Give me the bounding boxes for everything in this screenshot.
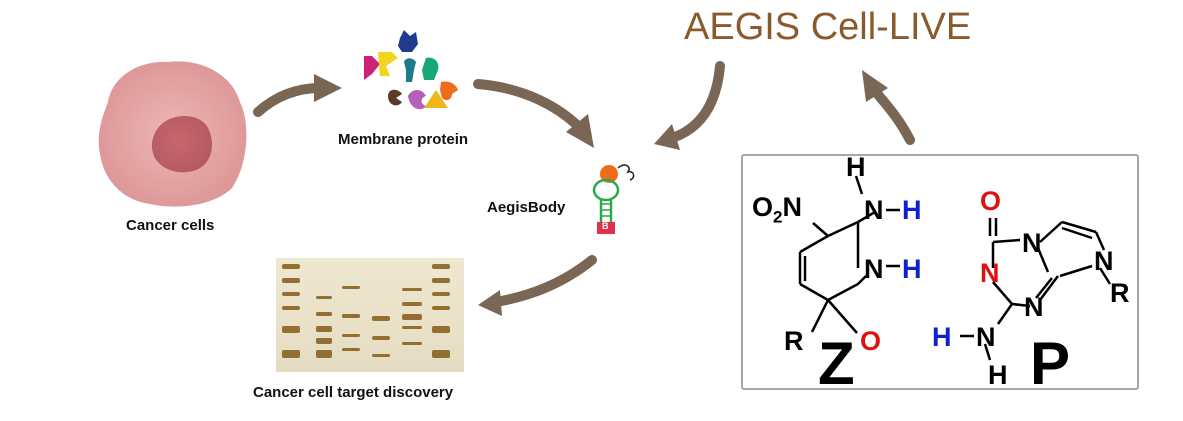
p-red-n: N	[980, 258, 1000, 288]
p-bottom-h: H	[988, 360, 1008, 390]
p-right-n: N	[1094, 246, 1114, 276]
z-ring-n: N	[864, 254, 884, 284]
arrow-aegisbody-to-gel	[491, 255, 597, 307]
chemistry-box	[741, 154, 1139, 390]
z-no2-subscript: 2	[773, 207, 783, 227]
p-r-group: R	[1110, 278, 1130, 308]
z-carbonyl-o: O	[860, 326, 882, 356]
p-letter: P	[1030, 330, 1070, 397]
label-cancer-cells: Cancer cells	[126, 217, 215, 234]
z-r-group: R	[784, 326, 804, 356]
z-no2-group: O2N	[752, 192, 802, 227]
label-aegisbody: AegisBody	[487, 199, 566, 216]
p-left-h: H	[932, 322, 952, 352]
diagram-title: AEGIS Cell-LIVE	[684, 6, 972, 48]
cancer-cell-illustration	[98, 61, 247, 207]
z-no2-o: O	[752, 192, 774, 222]
label-target-discovery: Cancer cell target discovery	[253, 384, 454, 401]
p-carbonyl-o: O	[980, 186, 1002, 216]
label-membrane-protein: Membrane protein	[338, 131, 469, 148]
arrowheads	[314, 70, 888, 316]
p-bottom-n: N	[1024, 292, 1044, 322]
aegisbody-illustration	[592, 164, 635, 234]
z-no2-n: N	[782, 192, 802, 222]
arrow-cell-to-protein	[253, 83, 325, 117]
z-ring-h: H	[902, 254, 922, 284]
z-top-h: H	[846, 152, 866, 182]
membrane-protein-icons	[364, 30, 458, 110]
z-amine-n: N	[864, 195, 884, 225]
p-bridge-n: N	[1022, 228, 1042, 258]
flow-arrows	[253, 61, 915, 307]
arrow-title-to-aegisbody	[667, 61, 725, 143]
z-amine-h: H	[902, 195, 922, 225]
arrow-protein-to-aegisbody	[473, 79, 585, 133]
z-letter: Z	[818, 330, 855, 397]
z-molecule-bonds	[798, 175, 900, 334]
p-molecule-bonds	[960, 218, 1112, 361]
gel-electrophoresis-image	[276, 258, 464, 372]
arrow-chem-to-title	[869, 85, 915, 145]
p-amine-n: N	[976, 322, 996, 352]
aegisbody-b-tag: B	[602, 221, 609, 231]
